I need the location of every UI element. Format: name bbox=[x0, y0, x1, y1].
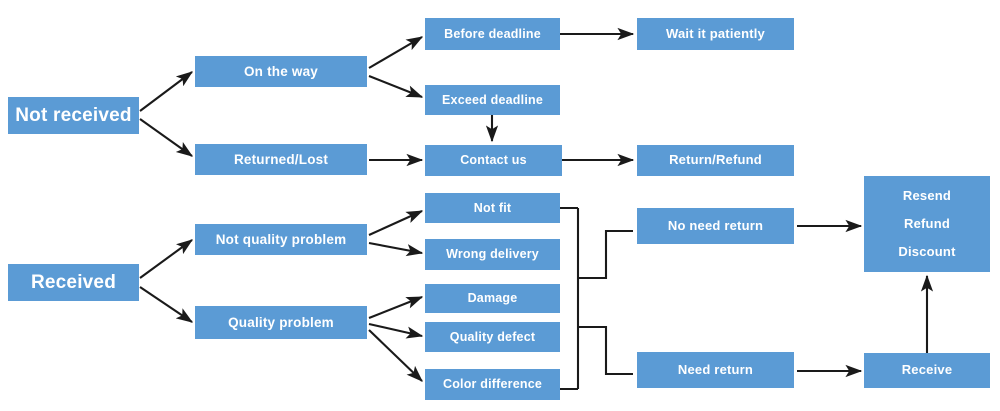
node-quality-defect-label: Quality defect bbox=[449, 329, 536, 344]
edge-received-to-quality-problem bbox=[139, 286, 194, 323]
node-contact-us[interactable]: Contact us bbox=[425, 145, 562, 176]
edge-not-received-to-returned-lost bbox=[139, 118, 194, 157]
node-not-quality-problem[interactable]: Not quality problem bbox=[195, 224, 367, 255]
node-damage[interactable]: Damage bbox=[425, 284, 560, 313]
node-wait-it-patiently[interactable]: Wait it patiently bbox=[637, 18, 794, 50]
node-before-deadline[interactable]: Before deadline bbox=[425, 18, 560, 50]
node-returned-lost[interactable]: Returned/Lost bbox=[195, 144, 367, 175]
node-wrong-delivery[interactable]: Wrong delivery bbox=[425, 239, 560, 270]
node-exceed-deadline[interactable]: Exceed deadline bbox=[425, 85, 560, 115]
edge-not-received-to-on-the-way bbox=[139, 71, 194, 112]
node-not-quality-problem-label: Not quality problem bbox=[215, 231, 347, 247]
edge-quality-to-quality-defect bbox=[368, 322, 424, 339]
edge-on-the-way-to-exceed-deadline bbox=[368, 75, 424, 98]
node-damage-label: Damage bbox=[467, 291, 518, 306]
node-return-refund[interactable]: Return/Refund bbox=[637, 145, 794, 176]
node-no-need-return[interactable]: No need return bbox=[637, 208, 794, 244]
node-color-difference-label: Color difference bbox=[442, 377, 543, 392]
node-on-the-way[interactable]: On the way bbox=[195, 56, 367, 87]
node-not-fit-label: Not fit bbox=[473, 200, 512, 215]
bus-upper-branch bbox=[578, 229, 633, 280]
node-resolution[interactable]: Resend Refund Discount bbox=[864, 176, 990, 272]
node-returned-lost-label: Returned/Lost bbox=[233, 151, 329, 167]
node-resolution-refund-label: Refund bbox=[904, 215, 950, 231]
node-not-fit[interactable]: Not fit bbox=[425, 193, 560, 223]
edge-quality-to-damage bbox=[368, 296, 424, 319]
edge-received-to-not-quality-problem bbox=[139, 239, 194, 279]
node-quality-problem-label: Quality problem bbox=[228, 314, 334, 330]
node-received-label: Received bbox=[30, 271, 117, 293]
node-resolution-discount-label: Discount bbox=[898, 243, 956, 259]
node-not-received[interactable]: Not received bbox=[8, 97, 139, 134]
edge-on-the-way-to-before-deadline bbox=[368, 36, 424, 69]
node-color-difference[interactable]: Color difference bbox=[425, 369, 560, 400]
node-not-received-label: Not received bbox=[15, 104, 132, 126]
edge-not-quality-to-not-fit bbox=[368, 210, 424, 236]
node-contact-us-label: Contact us bbox=[460, 153, 527, 168]
node-resolution-resend-label: Resend bbox=[902, 187, 952, 203]
node-receive-label: Receive bbox=[901, 362, 953, 378]
node-wrong-delivery-label: Wrong delivery bbox=[446, 247, 539, 262]
bus-lower-branch bbox=[578, 325, 633, 376]
node-quality-defect[interactable]: Quality defect bbox=[425, 322, 560, 352]
node-no-need-return-label: No need return bbox=[667, 217, 764, 233]
node-need-return[interactable]: Need return bbox=[637, 352, 794, 388]
edge-quality-to-color-difference bbox=[368, 329, 423, 382]
node-before-deadline-label: Before deadline bbox=[444, 26, 541, 41]
node-received[interactable]: Received bbox=[8, 264, 139, 301]
node-return-refund-label: Return/Refund bbox=[669, 152, 762, 168]
node-receive[interactable]: Receive bbox=[864, 353, 990, 388]
node-on-the-way-label: On the way bbox=[243, 63, 318, 79]
node-exceed-deadline-label: Exceed deadline bbox=[442, 92, 543, 107]
edge-not-quality-to-wrong-delivery bbox=[368, 241, 424, 257]
node-need-return-label: Need return bbox=[677, 361, 754, 377]
node-wait-it-patiently-label: Wait it patiently bbox=[666, 25, 765, 41]
node-quality-problem[interactable]: Quality problem bbox=[195, 306, 367, 339]
